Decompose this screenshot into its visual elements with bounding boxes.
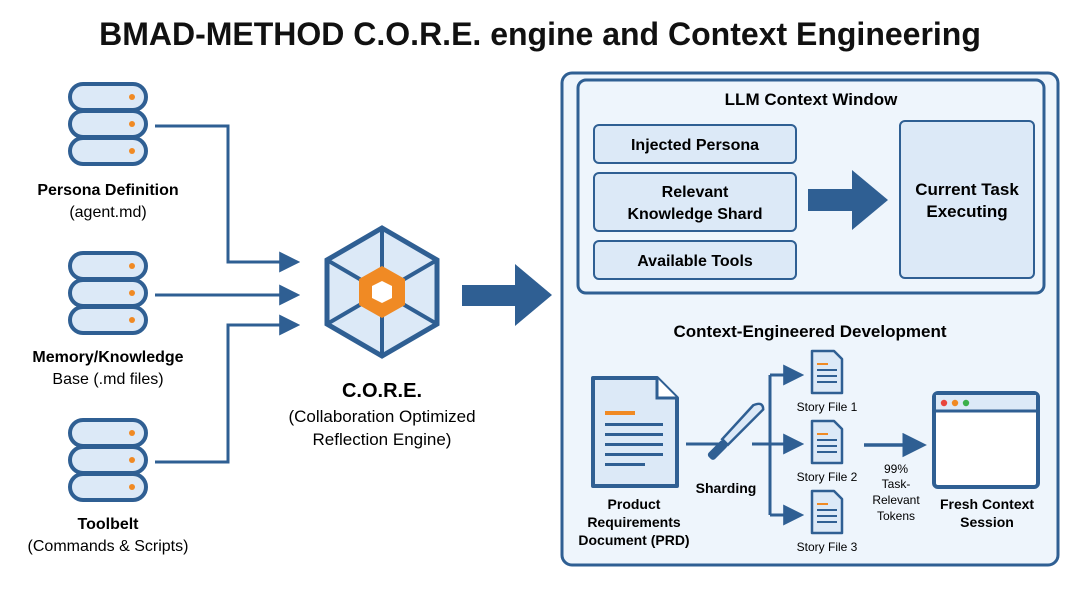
current-task-line2: Executing bbox=[926, 202, 1007, 221]
story-file-label-3: Story File 3 bbox=[797, 540, 858, 554]
core-desc-line1: (Collaboration Optimized bbox=[288, 407, 475, 426]
browser-window-icon bbox=[932, 391, 1040, 489]
story-branch-connectors bbox=[752, 364, 805, 526]
context-item-persona-box bbox=[593, 124, 797, 164]
context-item-knowledge-line2: Knowledge Shard bbox=[627, 206, 762, 223]
prd-document-icon bbox=[591, 376, 679, 488]
session-label-line2: Session bbox=[960, 514, 1014, 530]
context-item-tools: Available Tools bbox=[637, 253, 753, 270]
current-task-line1: Current Task bbox=[915, 180, 1019, 199]
core-title: C.O.R.E. bbox=[342, 380, 422, 402]
story-file-icon-3 bbox=[810, 489, 844, 535]
story-file-icon-1 bbox=[810, 349, 844, 395]
connector-toolbelt bbox=[155, 314, 301, 464]
tokens-line4: Tokens bbox=[877, 509, 915, 523]
input-sublabel-memory: Base (.md files) bbox=[52, 371, 163, 388]
sharding-label: Sharding bbox=[696, 480, 757, 496]
input-label-memory: Memory/Knowledge bbox=[32, 349, 183, 366]
current-task-box bbox=[899, 120, 1035, 279]
context-item-tools-box bbox=[593, 240, 797, 280]
tokens-line1: 99% bbox=[884, 462, 908, 476]
database-icon-memory bbox=[68, 251, 148, 335]
prd-label-line3: Document (PRD) bbox=[578, 532, 689, 548]
input-label-persona: Persona Definition bbox=[37, 182, 178, 199]
prd-label-line1: Product bbox=[608, 496, 661, 512]
database-icon-toolbelt bbox=[68, 418, 148, 502]
context-item-knowledge-box bbox=[593, 172, 797, 232]
session-label-line1: Fresh Context bbox=[940, 496, 1034, 512]
context-item-knowledge-line1: Relevant bbox=[662, 184, 729, 201]
database-icon-persona bbox=[68, 82, 148, 166]
input-label-toolbelt: Toolbelt bbox=[77, 516, 139, 533]
core-desc-line2: Reflection Engine) bbox=[313, 430, 452, 449]
context-item-persona: Injected Persona bbox=[631, 137, 759, 154]
prd-label-line2: Requirements bbox=[587, 514, 681, 530]
diagram-title: BMAD-METHOD C.O.R.E. engine and Context … bbox=[99, 16, 981, 52]
core-engine-icon bbox=[324, 225, 440, 359]
story-file-label-2: Story File 2 bbox=[797, 470, 858, 484]
story-file-icon-2 bbox=[810, 419, 844, 465]
knife-icon bbox=[707, 402, 765, 460]
story-file-label-1: Story File 1 bbox=[797, 400, 858, 414]
input-sublabel-toolbelt: (Commands & Scripts) bbox=[28, 538, 189, 555]
connector-persona bbox=[155, 124, 301, 273]
development-title: Context-Engineered Development bbox=[674, 322, 947, 341]
core-output-arrow bbox=[462, 264, 552, 326]
context-window-title: LLM Context Window bbox=[725, 90, 898, 109]
context-to-task-arrow bbox=[808, 170, 888, 230]
input-connectors bbox=[155, 124, 301, 464]
tokens-line3: Relevant bbox=[872, 493, 920, 507]
input-sublabel-persona: (agent.md) bbox=[69, 204, 146, 221]
tokens-line2: Task- bbox=[882, 477, 911, 491]
